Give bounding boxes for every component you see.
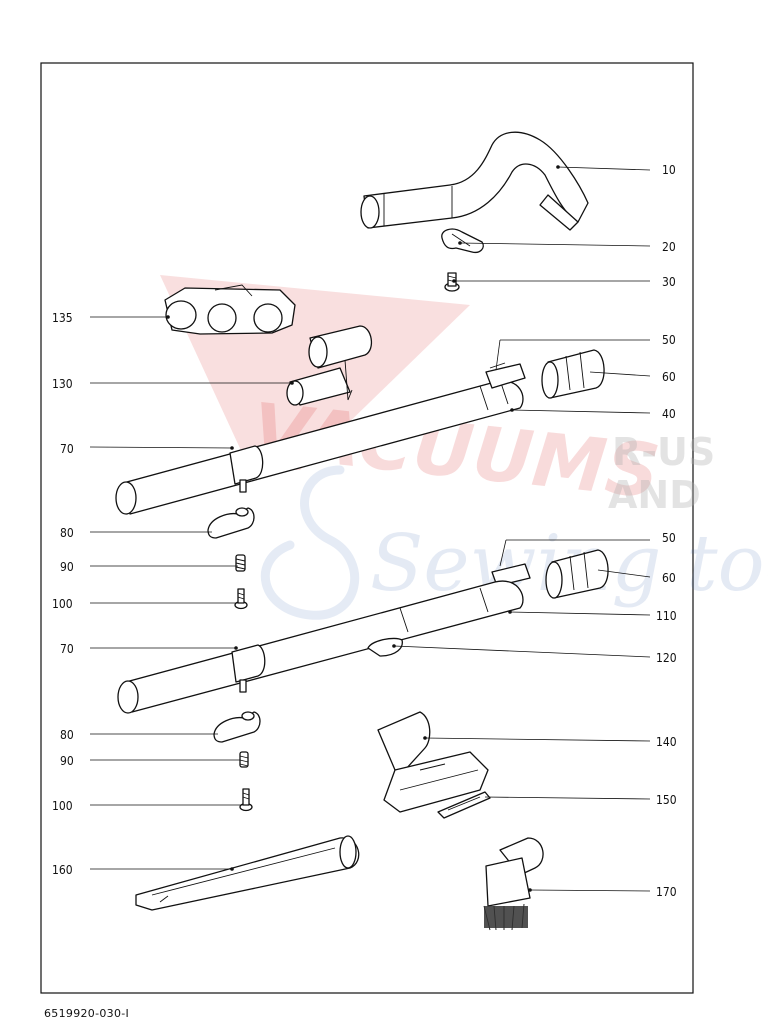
part-90-spring-lower <box>239 751 249 768</box>
callout-50-lower: 50 <box>662 531 676 545</box>
callout-110: 110 <box>656 609 677 623</box>
part-60-adapter-lower <box>545 549 609 599</box>
callout-60-lower: 60 <box>662 571 676 585</box>
watermark-line3: AND <box>608 473 701 517</box>
callout-135: 135 <box>52 311 73 325</box>
part-40-upper-tube <box>115 362 526 515</box>
callout-100-lower: 100 <box>52 799 73 813</box>
part-130-sleeve <box>286 325 373 406</box>
callout-70-lower: 70 <box>60 642 74 656</box>
part-135-tool-holder <box>164 284 296 335</box>
part-90-spring-upper <box>235 554 246 572</box>
callout-80-upper: 80 <box>60 526 74 540</box>
document-number: 6519920-030-I <box>44 1007 130 1020</box>
callout-30: 30 <box>662 275 676 289</box>
callout-160: 160 <box>52 863 73 877</box>
part-150-strip <box>437 791 491 819</box>
part-80-foot-lower <box>213 711 261 743</box>
callout-80-lower: 80 <box>60 728 74 742</box>
part-100-screw-upper <box>234 588 248 610</box>
callout-150: 150 <box>656 793 677 807</box>
part-20-clip <box>441 228 484 254</box>
part-80-foot-upper <box>207 507 255 539</box>
callout-100-upper: 100 <box>52 597 73 611</box>
leader-lines <box>89 166 651 892</box>
callout-120: 120 <box>656 651 677 665</box>
part-100-screw-lower <box>239 788 253 812</box>
callout-90-upper: 90 <box>60 560 74 574</box>
callout-10: 10 <box>662 163 676 177</box>
callout-50-upper: 50 <box>662 333 676 347</box>
callout-60-upper: 60 <box>662 370 676 384</box>
part-30-screw <box>444 272 460 292</box>
leader-dots <box>166 165 560 892</box>
callout-70-upper: 70 <box>60 442 74 456</box>
part-170-dusting-brush <box>483 837 544 931</box>
part-60-adapter-upper <box>541 349 605 399</box>
watermark: VACUUMS R-US AND Sewing too <box>160 275 768 620</box>
diagram-frame <box>40 62 694 994</box>
callout-140: 140 <box>656 735 677 749</box>
part-110-lower-tube <box>117 580 524 714</box>
part-160-crevice-tool <box>135 835 360 911</box>
callout-40: 40 <box>662 407 676 421</box>
callout-labels: 10 20 30 135 50 60 130 40 70 80 50 90 60… <box>52 163 677 899</box>
callout-170: 170 <box>656 885 677 899</box>
callout-90-lower: 90 <box>60 754 74 768</box>
callout-20: 20 <box>662 240 676 254</box>
part-140-upholstery-nozzle <box>377 711 489 813</box>
part-10-handle <box>360 131 589 231</box>
callout-130: 130 <box>52 377 73 391</box>
watermark-line2: R-US <box>612 430 715 474</box>
